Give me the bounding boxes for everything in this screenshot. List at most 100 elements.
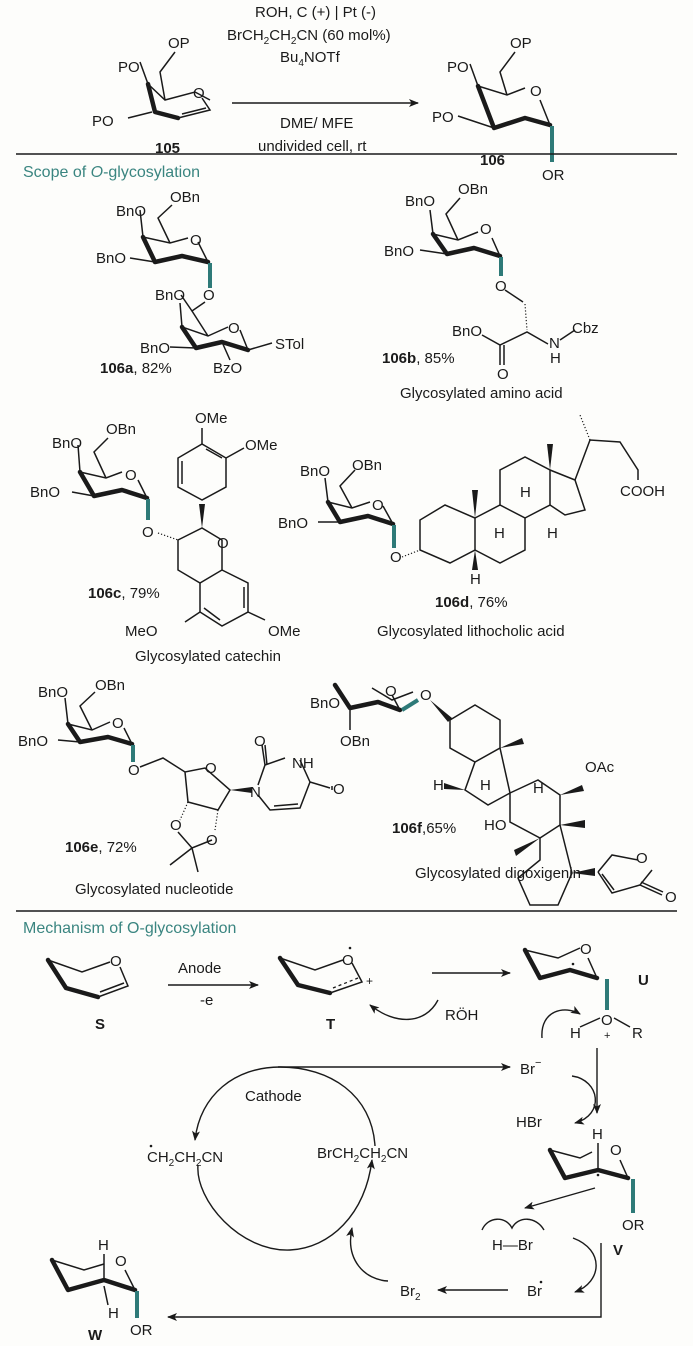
wedge-bond: [430, 700, 452, 722]
obn-label: OBn: [106, 421, 136, 438]
br-radical: Br: [527, 1283, 542, 1300]
bond: [481, 329, 576, 365]
bold-bond: [145, 81, 181, 121]
cbz-label: Cbz: [572, 320, 599, 337]
ring-oxygen: O: [205, 760, 217, 777]
hashed-bond: [179, 801, 219, 831]
h-label: H: [108, 1305, 119, 1322]
ring-a: [449, 704, 501, 763]
ring-oxygen: O: [530, 83, 542, 100]
hat-arrow: [524, 1187, 596, 1210]
bond: [524, 947, 581, 959]
or-label: OR: [130, 1322, 153, 1339]
reactant-105: PO OP PO O 105: [92, 35, 212, 157]
product-label: 106a, 82%: [100, 360, 172, 377]
product-106c: BnO OBn BnO O O O OMe OMe MeO OMe 106c, …: [30, 410, 301, 665]
bno-label: BnO: [38, 684, 68, 701]
po-label: PO: [432, 109, 454, 126]
ring-oxygen: O: [385, 683, 397, 700]
roh-label: RÖH: [445, 1006, 478, 1024]
scope-section-title: Scope of O-glycosylation: [23, 164, 200, 181]
obn-label: OBn: [340, 733, 370, 750]
bond: [47, 959, 111, 973]
ring-a: [419, 504, 476, 564]
species-U: O U O H R +: [522, 941, 649, 1042]
bond: [124, 1269, 136, 1291]
proton-transfer-arrow: [541, 1005, 581, 1039]
ome-label: OMe: [195, 410, 228, 427]
h-label: H: [433, 777, 444, 794]
product-caption: Glycosylated digoxigenin: [415, 865, 581, 882]
or-label: OR: [622, 1217, 645, 1234]
glycosidic-bond: [400, 698, 420, 712]
homolysis-arrows: [481, 1218, 545, 1231]
wedge-bond: [572, 868, 595, 876]
ring-oxygen: O: [580, 941, 592, 958]
bond: [579, 1017, 631, 1028]
bno-label: BnO: [30, 484, 60, 501]
bond: [93, 437, 109, 479]
bold-bond: [547, 1147, 631, 1181]
ring-oxygen: O: [480, 221, 492, 238]
species-label-s: S: [95, 1016, 105, 1033]
oxygen-label: O: [390, 549, 402, 566]
cathode-label: Cathode: [245, 1088, 302, 1105]
bold-bond: [277, 955, 333, 996]
bond: [79, 691, 96, 731]
oxonium-o: O: [601, 1012, 613, 1029]
condition-line: DME/ MFE: [280, 115, 353, 132]
species-label-u: U: [638, 972, 649, 989]
wedge-bond: [560, 820, 585, 828]
oxygen-label: O: [142, 524, 154, 541]
product-label: 106e, 72%: [65, 839, 137, 856]
bond: [429, 209, 479, 241]
h-label: H: [470, 571, 481, 588]
bno-label: BnO: [300, 463, 330, 480]
bond: [587, 957, 598, 979]
obn-label: OBn: [170, 189, 200, 206]
ring-oxygen: O: [610, 1142, 622, 1159]
bond: [139, 61, 149, 85]
bond: [324, 477, 371, 509]
compound-label-106: 106: [480, 152, 505, 169]
meo-label: MeO: [125, 623, 158, 640]
ring-oxygen: O: [342, 952, 354, 969]
bond: [159, 51, 176, 101]
wedge-bond: [472, 550, 478, 570]
ome-label: OMe: [245, 437, 278, 454]
ho-label: HO: [484, 817, 507, 834]
bond: [77, 444, 123, 479]
carbonyl-o: O: [665, 889, 677, 906]
oac-label: OAc: [585, 759, 615, 776]
product-label: 106d, 76%: [435, 594, 508, 611]
ring-oxygen: O: [372, 497, 384, 514]
bond: [457, 115, 495, 129]
ring-oxygen: O: [125, 467, 137, 484]
op-label: OP: [510, 35, 532, 52]
condition-line: ROH, C (+) | Pt (-): [255, 4, 376, 21]
hashed-bond: [401, 549, 421, 558]
bond: [169, 329, 273, 361]
reaction-conditions: ROH, C (+) | Pt (-) BrCH2CH2CN (60 mol%)…: [227, 4, 419, 155]
side-chain: [574, 439, 639, 481]
species-V: H O OR V: [547, 1126, 645, 1259]
bno-label: BnO: [278, 515, 308, 532]
wedge-bond: [547, 444, 553, 470]
bno-label: BnO: [405, 193, 435, 210]
product-formation-arrow: [167, 1243, 602, 1321]
wedge-bond: [444, 783, 465, 790]
bno-label: BnO: [96, 250, 126, 267]
po-label: PO: [447, 59, 469, 76]
acetonide-o: O: [206, 832, 218, 849]
ring-oxygen: O: [636, 850, 648, 867]
ring-bond: [147, 83, 211, 101]
wedge-bond: [230, 787, 252, 793]
species-label-v: V: [613, 1242, 623, 1259]
bond: [499, 51, 516, 96]
bond: [103, 1254, 109, 1306]
po-label: PO: [118, 59, 140, 76]
acetonide: [169, 831, 213, 873]
aryl-ring: [177, 443, 227, 501]
bold-bond: [77, 469, 150, 501]
acetonide-o: O: [170, 817, 182, 834]
